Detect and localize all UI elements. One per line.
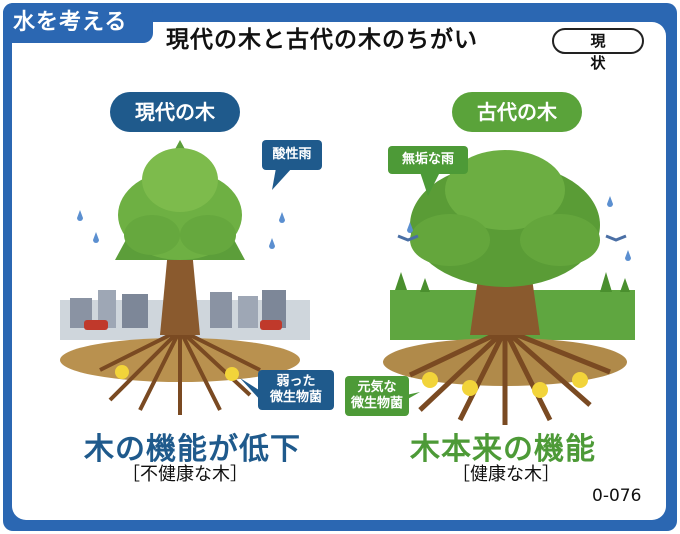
weak-microbes-line2: 微生物菌 [269, 390, 322, 405]
pure-rain-bubble: 無垢な雨 [388, 146, 468, 174]
healthy-microbes-line1: 元気な [357, 380, 397, 395]
ancient-subheading: ［健康な木］ [452, 464, 560, 485]
acid-rain-bubble: 酸性雨 [262, 140, 322, 170]
document-code: 0-076 [592, 486, 642, 506]
weak-microbes-line1: 弱った [276, 374, 316, 389]
modern-heading: 木の機能が低下 [84, 432, 301, 467]
category-tab: 水を考える [3, 3, 153, 43]
modern-tree-label: 現代の木 [110, 92, 240, 132]
healthy-microbes-bubble: 元気な 微生物菌 [345, 376, 409, 416]
page-title: 現代の木と古代の木のちがい [166, 27, 478, 53]
ancient-heading: 木本来の機能 [410, 432, 596, 467]
healthy-microbes-line2: 微生物菌 [350, 396, 403, 411]
ancient-tree-illustration [383, 150, 635, 425]
weak-microbes-bubble: 弱った 微生物菌 [258, 370, 334, 410]
modern-tree-illustration [60, 140, 310, 415]
modern-subheading: ［不健康な木］ [122, 464, 248, 485]
ancient-tree-label: 古代の木 [452, 92, 582, 132]
status-badge: 現 状 [552, 28, 644, 72]
